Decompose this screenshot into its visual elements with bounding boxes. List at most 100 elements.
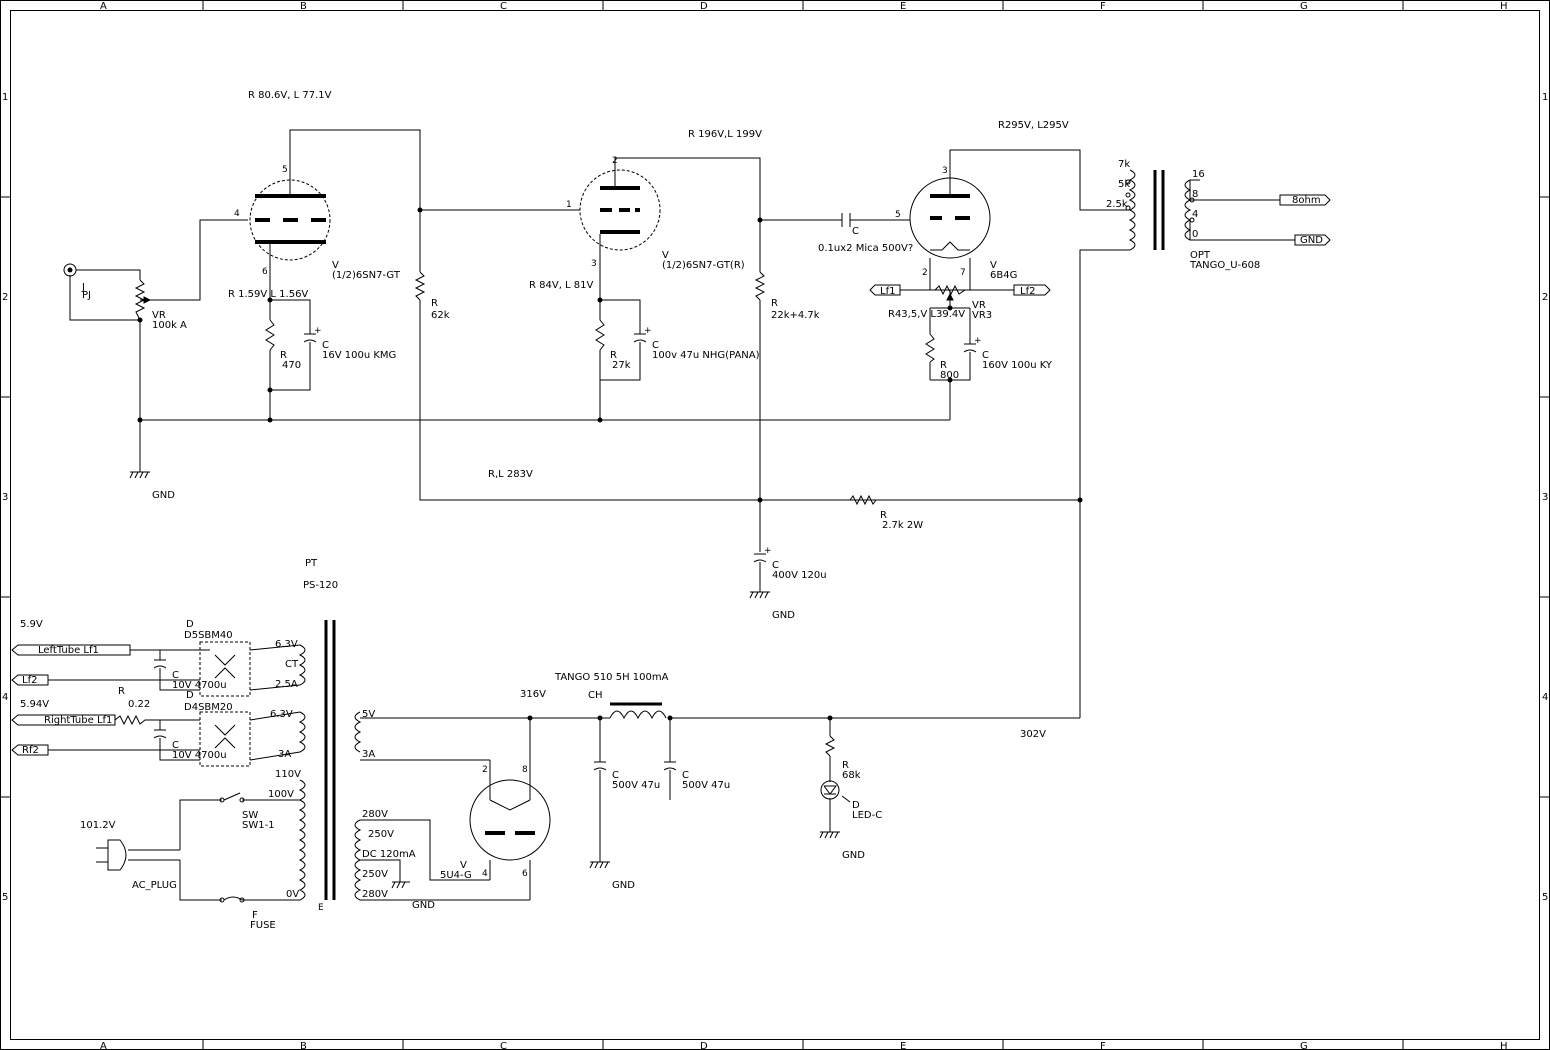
c4700-name: C (172, 740, 179, 751)
r27w-value: 2.7k 2W (882, 520, 923, 531)
led-type: LED-C (852, 810, 882, 821)
cc-name: C (852, 226, 859, 237)
row-label: 4 (1542, 692, 1548, 703)
cap-4700-a (153, 659, 167, 669)
col-label: G (1300, 1041, 1308, 1050)
fuse-name: F (252, 910, 258, 921)
mains-voltage: 101.2V (80, 820, 116, 831)
v1-name: V (332, 260, 339, 271)
row-label: 5 (2, 892, 8, 903)
col-label: E (900, 1041, 906, 1050)
choke (609, 702, 667, 720)
c16v-name: C (322, 340, 329, 351)
r62k-value: 62k (431, 310, 450, 321)
sec-label: 6.3V (275, 639, 298, 650)
wiper-arrows (140, 292, 954, 308)
col-label: C (500, 1, 507, 12)
column-labels-bottom: A B C D E F G H (100, 1041, 1508, 1050)
tube-v2 (579, 168, 661, 251)
resistor-68k (824, 735, 836, 757)
cap-400v: + (753, 546, 772, 563)
resistor-022 (114, 714, 150, 726)
opt-tap: 5k (1118, 179, 1130, 190)
opt-transformer (1125, 169, 1331, 251)
resistor-27k (595, 319, 605, 351)
b-voltage: R,L 283V (488, 469, 533, 480)
r022-value: 0.22 (128, 699, 150, 710)
column-labels-top: A B C D E F G H (100, 1, 1508, 12)
opt-tap: 16 (1192, 169, 1205, 180)
v2-name: V (662, 250, 669, 261)
wires-amp (69, 129, 1295, 718)
cap-16v: + (303, 326, 322, 343)
row-label: 1 (1542, 92, 1548, 103)
vr3 (934, 284, 966, 296)
row-label: 1 (2, 92, 8, 103)
v1-pin: 5 (282, 165, 288, 175)
junctions (137, 207, 1083, 721)
r27w-name: R (880, 510, 887, 521)
rf2-label: Rf2 (22, 745, 39, 756)
v3-pin: 5 (895, 210, 901, 220)
r68k-name: R (842, 760, 849, 771)
r27k-name: R (610, 350, 617, 361)
r27k-value: 27k (612, 360, 631, 371)
jack-name: J (81, 282, 85, 293)
hv-label: DC 120mA (362, 849, 416, 860)
row-label: 3 (1542, 492, 1548, 503)
c4700-value: 10V 4700u (172, 750, 227, 761)
v2-type: (1/2)6SN7-GT(R) (662, 260, 745, 271)
pt-name: PT (305, 558, 318, 569)
opt-tap: 4 (1192, 209, 1198, 220)
v3-voltage: R295V, L295V (998, 120, 1069, 131)
bridge-rectifiers (199, 641, 251, 767)
resistors-amp (134, 271, 966, 506)
col-label: H (1500, 1041, 1508, 1050)
wires-power (48, 644, 1080, 901)
row-labels-right: 1 2 3 4 5 (1542, 92, 1548, 903)
ground-symbols (129, 471, 840, 889)
v3-cathode-voltage: R43,5,V L39.4V (888, 309, 965, 320)
c160v-name: C (982, 350, 989, 361)
sec-label: 2.5A (275, 679, 298, 690)
vr-name: VR (152, 310, 166, 321)
resistor-22k (754, 271, 766, 301)
v3-type: 6B4G (990, 270, 1017, 281)
c100v-name: C (652, 340, 659, 351)
lefttube-label: LeftTube Lf1 (38, 645, 99, 656)
v2-voltage: R 196V,L 199V (688, 129, 762, 140)
r470-name: R (280, 350, 287, 361)
resistor-470 (265, 319, 275, 351)
c160v-value: 160V 100u KY (982, 360, 1053, 371)
v3-name: V (990, 260, 997, 271)
heater-volt: 5.9V (20, 619, 43, 630)
d2-type: D4SBM20 (184, 702, 233, 713)
gnd-label: GND (612, 880, 635, 891)
vr3-value: VR3 (972, 310, 992, 321)
sec-label: 3A (278, 749, 291, 760)
v1-type: (1/2)6SN7-GT (332, 270, 401, 281)
vr3-name: VR (972, 300, 986, 311)
b-plus-voltage: 302V (1020, 729, 1046, 740)
d2-name: D (186, 690, 194, 701)
col-label: C (500, 1041, 507, 1050)
col-label: H (1500, 1, 1508, 12)
righttube-label: RightTube Lf1 (44, 715, 112, 726)
cc-value: 0.1ux2 Mica 500V? (818, 243, 913, 254)
v3-pin: 3 (942, 166, 948, 176)
svg-text:+: + (644, 326, 652, 336)
sw-type: SW1-1 (242, 820, 275, 831)
hv-label: 250V (362, 869, 388, 880)
v2-pin: 3 (591, 259, 597, 269)
out-8ohm: 8ohm (1292, 195, 1321, 206)
sw-name: SW (242, 810, 258, 821)
v1-pin: 6 (262, 267, 268, 277)
v2-pin: 1 (566, 200, 572, 210)
pri-label: 0V (286, 889, 299, 900)
c100v-value: 100v 47u NHG(PANA) (652, 350, 760, 361)
tube-v3 (909, 177, 991, 259)
col-label: A (100, 1041, 107, 1050)
v3-pin: 2 (922, 268, 928, 278)
